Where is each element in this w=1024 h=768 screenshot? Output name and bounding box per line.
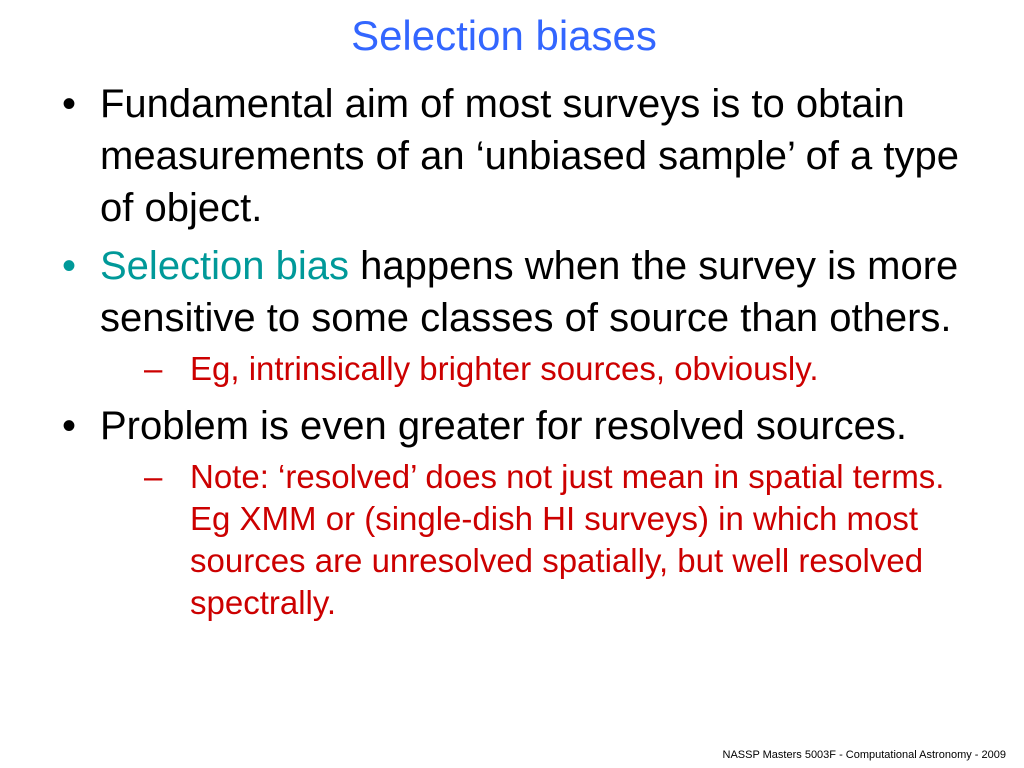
sub-bullet-text: Eg, intrinsically brighter sources, obvi… <box>190 350 819 387</box>
highlight-term: Selection bias <box>100 244 350 288</box>
slide-title: Selection biases <box>351 12 657 59</box>
bullet-text: happens when the survey is more sensitiv… <box>100 244 959 340</box>
bullet-marker: • <box>62 404 77 448</box>
bullet-marker: • <box>62 82 77 126</box>
dash-marker: – <box>144 458 163 495</box>
bullet-text: Problem is even greater for resolved sou… <box>100 404 908 448</box>
slide-footer: NASSP Masters 5003F - Computational Astr… <box>722 749 1007 761</box>
bullet-list: • Fundamental aim of most surveys is to … <box>62 78 982 634</box>
bullet-item-3: • Problem is even greater for resolved s… <box>62 400 982 624</box>
sub-bullet-item: – Eg, intrinsically brighter sources, ob… <box>144 348 982 390</box>
dash-marker: – <box>144 350 163 387</box>
bullet-item-2: • Selection bias happens when the survey… <box>62 240 982 390</box>
bullet-marker: • <box>62 244 77 288</box>
bullet-item-1: • Fundamental aim of most surveys is to … <box>62 78 982 234</box>
sub-bullet-item: – Note: ‘resolved’ does not just mean in… <box>144 456 982 624</box>
bullet-text: Fundamental aim of most surveys is to ob… <box>100 82 960 230</box>
sub-bullet-text: Note: ‘resolved’ does not just mean in s… <box>190 458 945 621</box>
